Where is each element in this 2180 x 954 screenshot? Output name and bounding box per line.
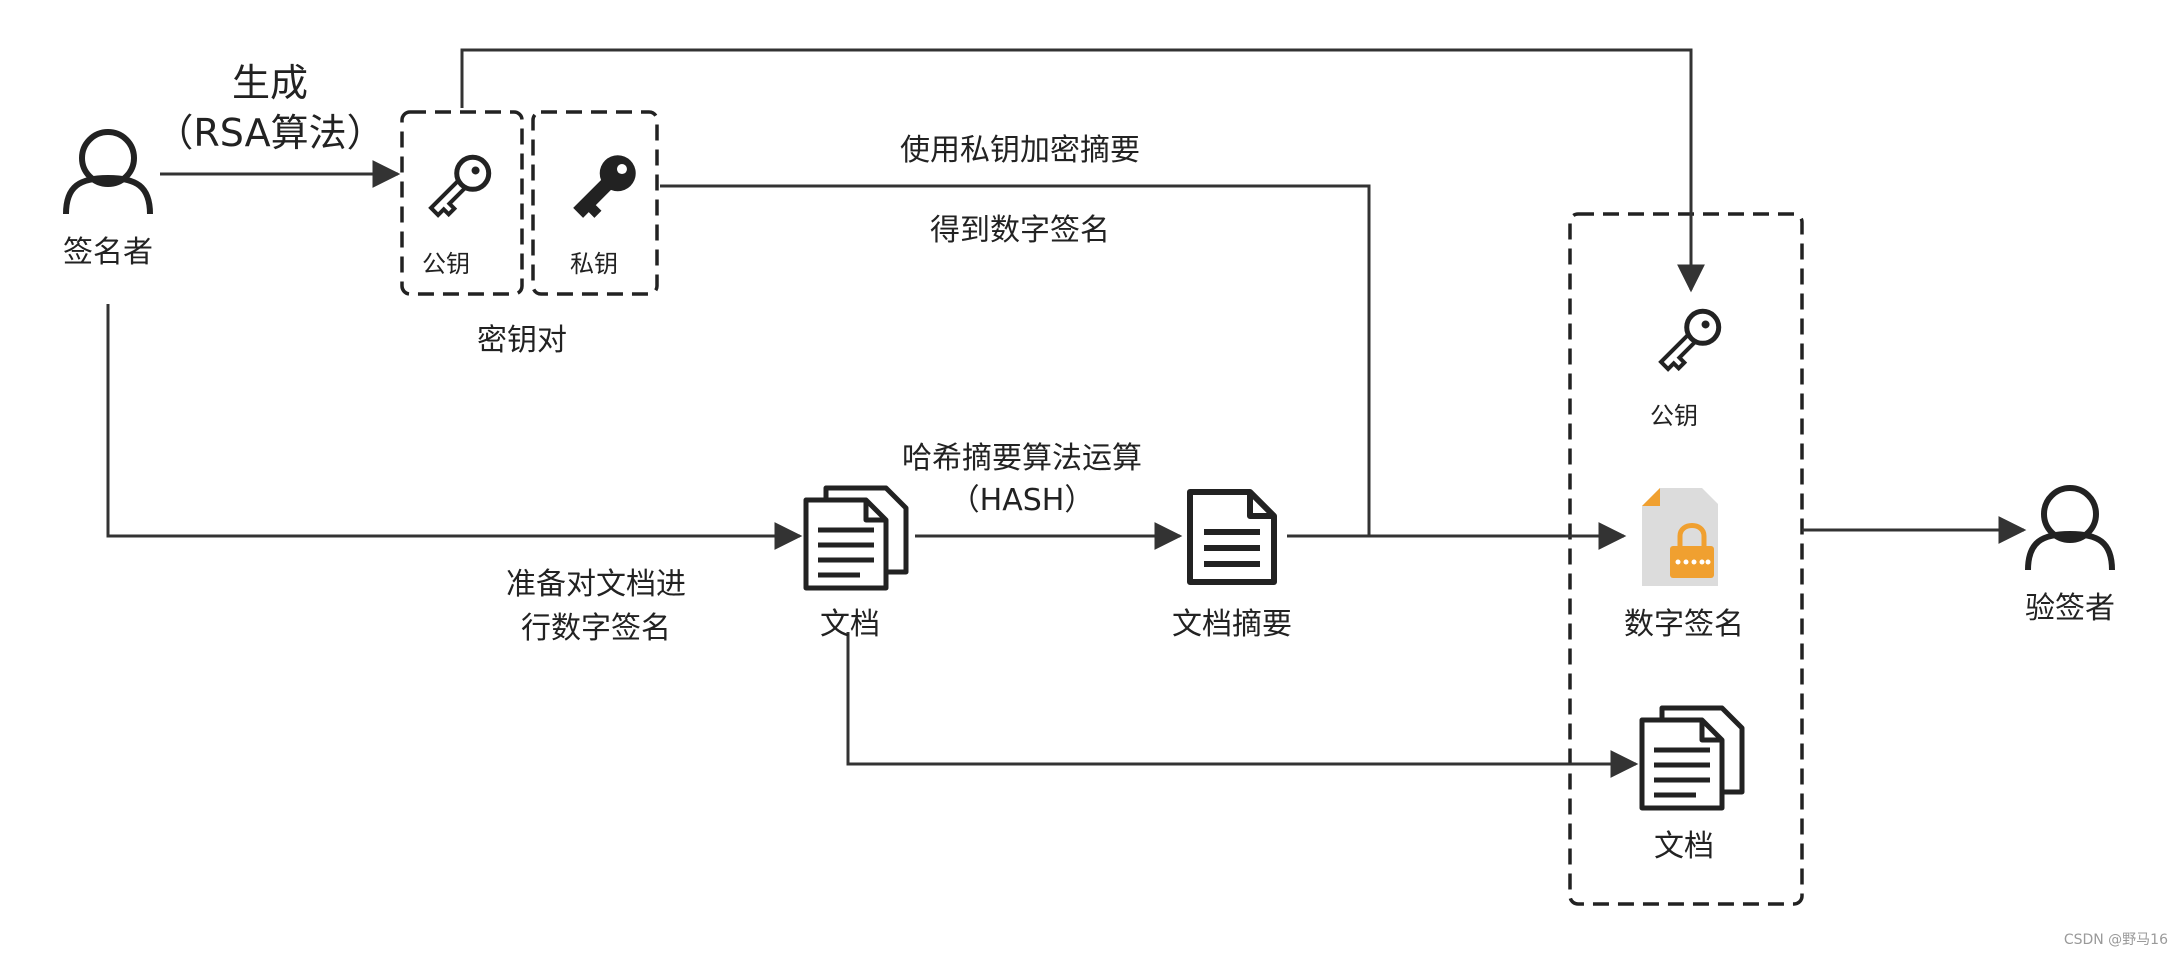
generate-label: 生成 <box>232 61 308 105</box>
hash-label-line1: 哈希摘要算法运算 <box>902 441 1142 476</box>
person-icon <box>63 129 153 215</box>
documents-icon <box>803 485 909 591</box>
public-key-label: 公钥 <box>422 250 470 278</box>
person-icon <box>2025 485 2115 571</box>
verification-box <box>1568 212 1804 906</box>
private-key-label: 私钥 <box>570 250 618 278</box>
arrow-signer-to-document <box>106 304 803 550</box>
get-signature-label: 得到数字签名 <box>930 213 1110 248</box>
key-outline-icon <box>428 154 492 218</box>
rsa-label: （RSA算法） <box>155 111 384 155</box>
watermark: CSDN @野马16 <box>2064 932 2168 948</box>
arrow-document-to-verifier-document <box>846 632 1639 778</box>
key-pair-label: 密钥对 <box>477 323 567 358</box>
line-private-key-to-signature <box>660 184 1371 536</box>
digital-signature-label: 数字签名 <box>1624 607 1744 642</box>
public-key-box <box>400 110 524 296</box>
prepare-label-line1: 准备对文档进 <box>506 567 686 602</box>
prepare-label-line2: 行数字签名 <box>521 611 671 646</box>
verify-document-label: 文档 <box>1654 829 1714 864</box>
hash-label-line2: （HASH） <box>950 483 1095 518</box>
key-filled-icon <box>573 155 636 218</box>
verify-public-key-label: 公钥 <box>1650 402 1698 430</box>
key-outline-icon <box>1658 308 1722 372</box>
arrow-public-key-to-verifier-box <box>460 48 1705 293</box>
document-label: 文档 <box>820 607 880 642</box>
document-icon <box>1187 489 1277 585</box>
verifier-label: 验签者 <box>2025 591 2115 626</box>
digest-label: 文档摘要 <box>1172 607 1292 642</box>
locked-file-icon <box>1642 488 1718 586</box>
encrypt-digest-label: 使用私钥加密摘要 <box>900 133 1140 168</box>
private-key-box <box>531 110 659 296</box>
signer-label: 签名者 <box>63 235 153 270</box>
documents-icon <box>1639 705 1745 811</box>
